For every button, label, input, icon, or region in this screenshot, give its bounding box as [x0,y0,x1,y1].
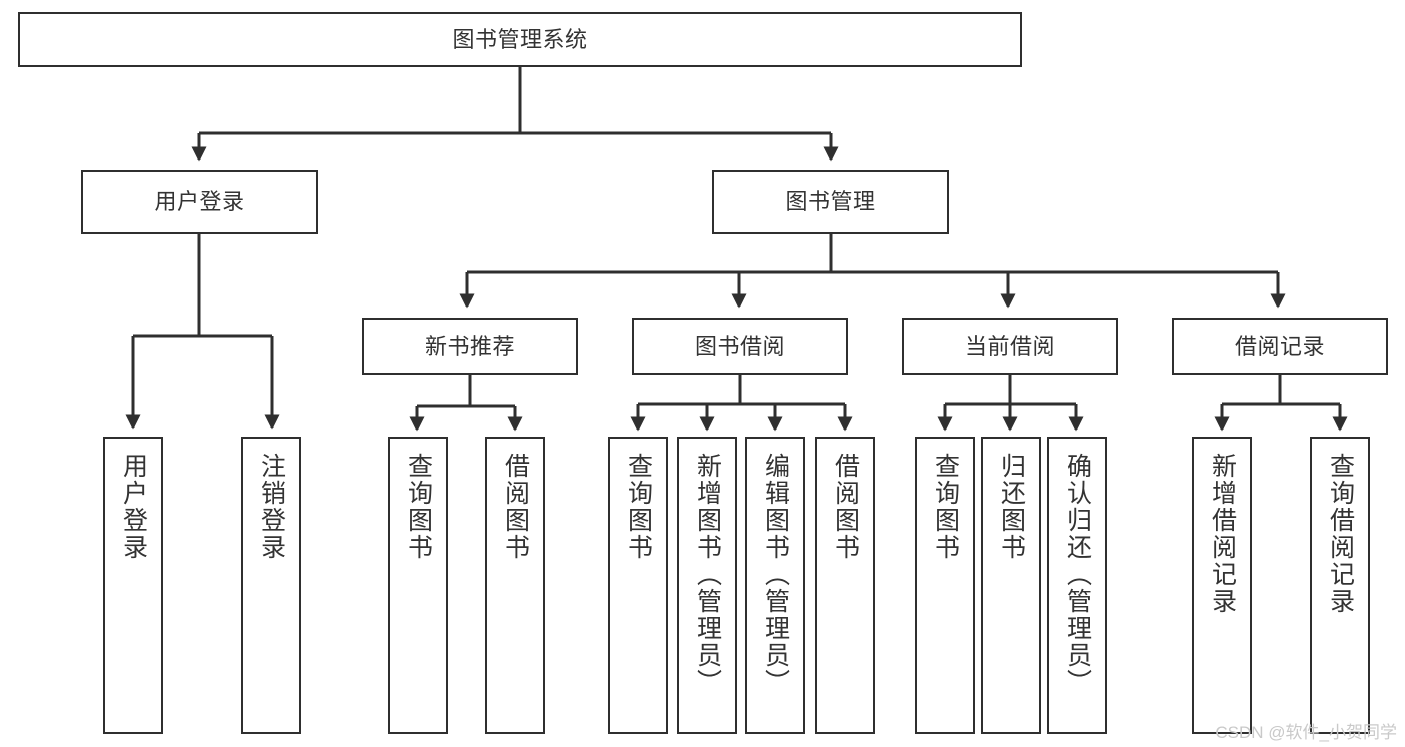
node-new-book-recommend[interactable]: 新书推荐 [362,318,578,375]
node-borrow-record[interactable]: 借阅记录 [1172,318,1388,375]
leaf-query-book-1[interactable]: 查询图书 [388,437,448,734]
leaf-logout-label: 注销登录 [257,453,286,561]
leaf-edit-book-label: 编辑图书（管理员） [761,453,790,696]
leaf-borrow-book-1-label: 借阅图书 [501,453,530,561]
leaf-return-book-label: 归还图书 [997,453,1026,561]
node-user-login-label: 用户登录 [154,189,245,215]
leaf-add-book[interactable]: 新增图书（管理员） [677,437,737,734]
leaf-edit-book[interactable]: 编辑图书（管理员） [745,437,805,734]
leaf-borrow-book-2-label: 借阅图书 [831,453,860,561]
leaf-query-book-2-label: 查询图书 [624,453,653,561]
leaf-logout[interactable]: 注销登录 [241,437,301,734]
node-root[interactable]: 图书管理系统 [18,12,1022,67]
node-book-manage[interactable]: 图书管理 [712,170,949,234]
leaf-query-book-3-label: 查询图书 [931,453,960,561]
leaf-borrow-book-1[interactable]: 借阅图书 [485,437,545,734]
leaf-borrow-book-2[interactable]: 借阅图书 [815,437,875,734]
node-book-borrow-label: 图书借阅 [694,333,785,359]
node-book-manage-label: 图书管理 [785,189,876,215]
leaf-confirm-return-label: 确认归还（管理员） [1063,453,1092,696]
node-new-book-recommend-label: 新书推荐 [424,333,515,359]
node-root-label: 图书管理系统 [452,26,588,52]
leaf-query-record-label: 查询借阅记录 [1326,453,1355,615]
leaf-query-book-1-label: 查询图书 [404,453,433,561]
leaf-query-book-3[interactable]: 查询图书 [915,437,975,734]
node-current-borrow[interactable]: 当前借阅 [902,318,1118,375]
leaf-user-login-label: 用户登录 [119,453,148,561]
node-book-borrow[interactable]: 图书借阅 [632,318,848,375]
node-user-login[interactable]: 用户登录 [81,170,318,234]
leaf-query-book-2[interactable]: 查询图书 [608,437,668,734]
leaf-add-book-label: 新增图书（管理员） [693,453,722,696]
leaf-return-book[interactable]: 归还图书 [981,437,1041,734]
leaf-query-record[interactable]: 查询借阅记录 [1310,437,1370,734]
leaf-user-login[interactable]: 用户登录 [103,437,163,734]
leaf-add-record-label: 新增借阅记录 [1208,453,1237,615]
leaf-add-record[interactable]: 新增借阅记录 [1192,437,1252,734]
watermark: CSDN @软件_小贺同学 [1215,723,1397,742]
node-borrow-record-label: 借阅记录 [1234,333,1325,359]
node-current-borrow-label: 当前借阅 [964,333,1055,359]
leaf-confirm-return[interactable]: 确认归还（管理员） [1047,437,1107,734]
